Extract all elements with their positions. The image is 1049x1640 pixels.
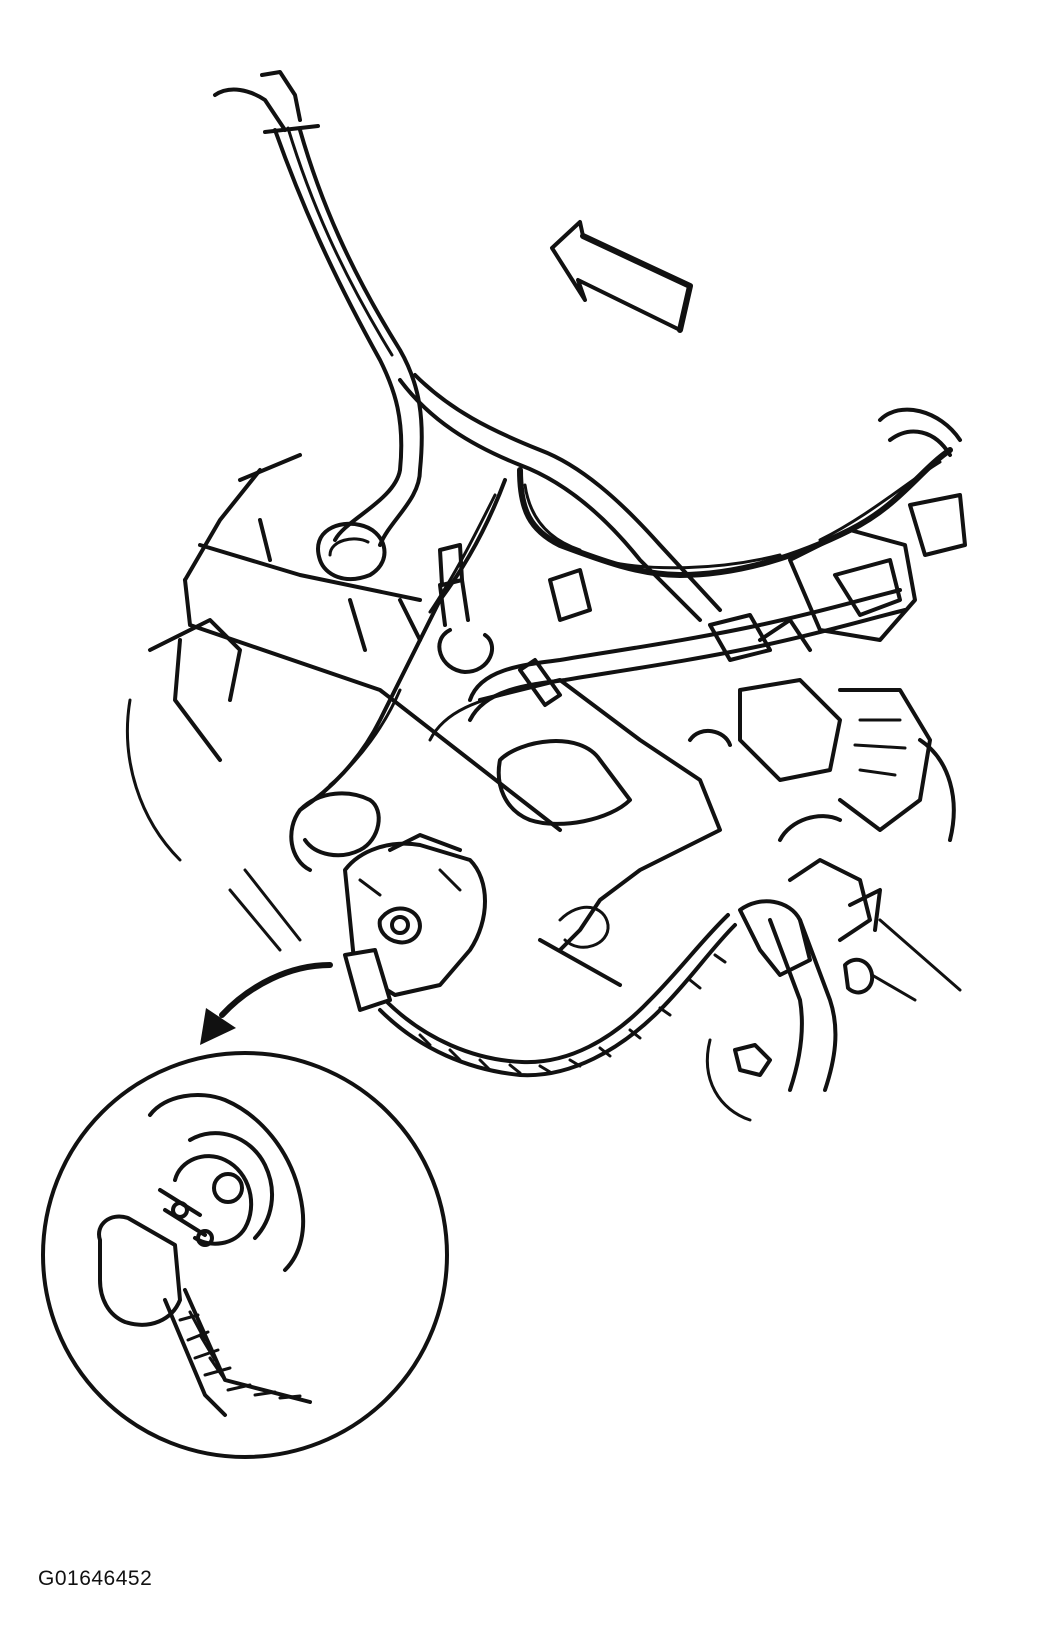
upper-hoses <box>213 70 722 622</box>
sensor-cable <box>378 913 737 1078</box>
sensor-housing <box>343 833 487 1012</box>
fittings <box>437 543 592 674</box>
fluid-lines <box>428 588 907 742</box>
detail-callout <box>41 1051 449 1459</box>
curved-arrow-icon <box>200 962 333 1045</box>
figure-id-label: G01646452 <box>38 1567 153 1590</box>
wire-harness <box>289 407 962 872</box>
lower-bracket <box>705 899 917 1122</box>
forward-arrow-icon <box>550 220 693 333</box>
engine-block <box>126 453 562 952</box>
right-components <box>688 493 967 992</box>
intake-panel <box>478 678 722 987</box>
